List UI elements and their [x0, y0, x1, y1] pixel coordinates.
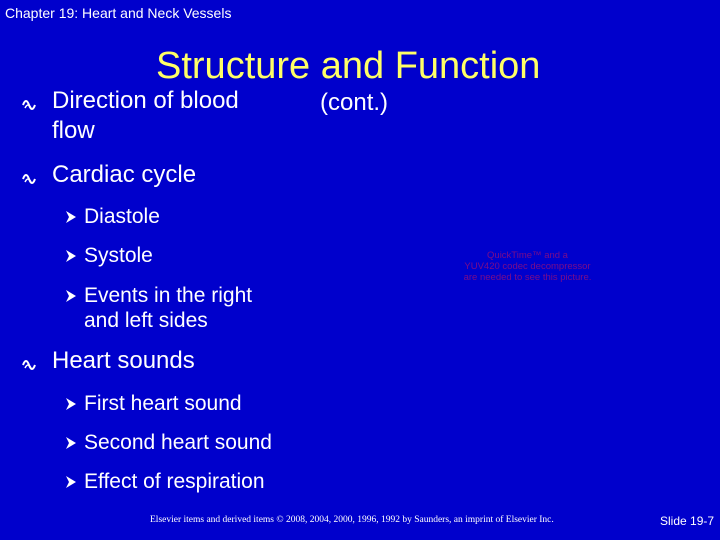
copyright-footer: Elsevier items and derived items © 2008,… — [150, 515, 554, 525]
bullet-label-line1: Direction of blood — [52, 87, 239, 114]
sub-bullet-label: Second heart sound — [84, 431, 272, 454]
bullet-label-line2: flow — [52, 117, 95, 144]
arrowhead-bullet-icon — [66, 290, 76, 302]
arrowhead-bullet-icon — [66, 398, 76, 410]
sub-bullet-label: First heart sound — [84, 392, 242, 415]
sub-bullet-label: Effect of respiration — [84, 470, 265, 493]
sub-bullet-label-line2: and left sides — [84, 309, 208, 332]
arrowhead-bullet-icon — [66, 476, 76, 488]
slide-number: Slide 19-7 — [660, 514, 715, 528]
sub-bullet-label: Diastole — [84, 205, 160, 228]
bullet-label: Direction of blood flow — [52, 86, 239, 146]
bullet-label: Cardiac cycle — [52, 161, 197, 188]
wave-bullet-icon — [22, 174, 36, 184]
arrowhead-bullet-icon — [66, 250, 76, 262]
chapter-header: Chapter 19: Heart and Neck Vessels — [5, 5, 232, 21]
arrowhead-bullet-icon — [66, 211, 76, 223]
slide-title-cont: (cont.) — [320, 89, 389, 116]
sub-bullet-label: Systole — [84, 244, 153, 267]
slide-title: Structure and Function — [156, 45, 541, 87]
bullet-label: Heart sounds — [52, 347, 195, 374]
wave-bullet-icon — [22, 360, 36, 370]
quicktime-placeholder-text: QuickTime™ and a YUV420 codec decompress… — [463, 250, 592, 283]
sub-bullet-label-line1: Events in the right — [84, 284, 253, 307]
arrowhead-bullet-icon — [66, 437, 76, 449]
sub-bullet-label: Events in the right and left sides — [84, 283, 252, 333]
wave-bullet-icon — [22, 100, 36, 110]
